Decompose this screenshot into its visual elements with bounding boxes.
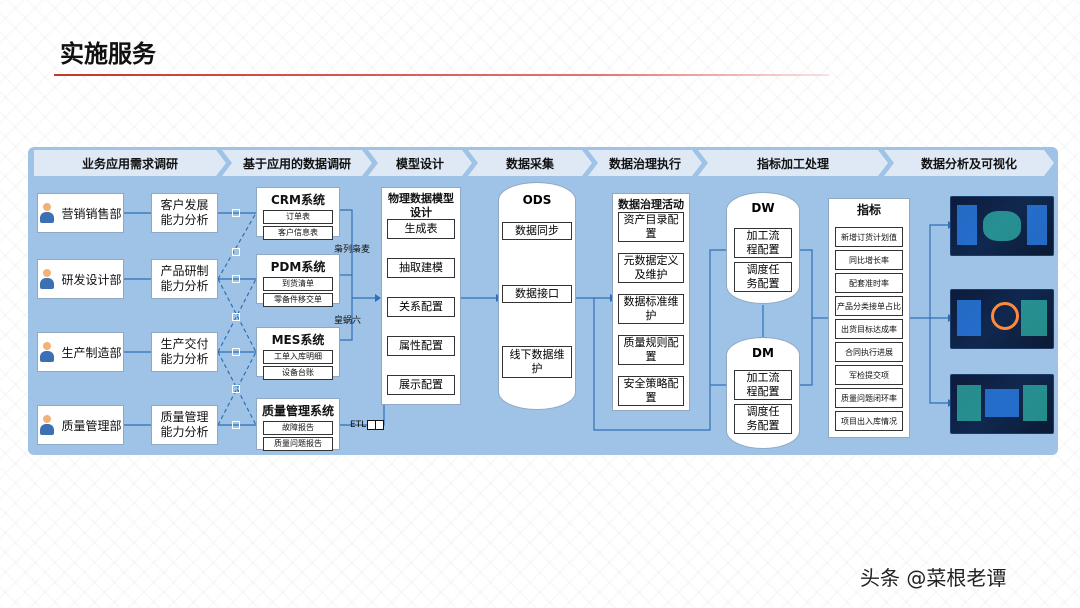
watermark: 头条 @菜根老谭 — [860, 566, 1007, 590]
connector-marker — [232, 313, 240, 321]
dept-label: 研发设计部 — [61, 272, 122, 287]
person-icon — [39, 342, 55, 362]
system-title: PDM系统 — [270, 260, 326, 274]
dept-label: 营销销售部 — [61, 206, 122, 221]
ods-item: 数据同步 — [502, 222, 572, 240]
connector-marker — [232, 209, 240, 217]
etl-marker — [375, 420, 384, 430]
etl-label: ETL — [350, 420, 367, 430]
metric-item: 产品分类接单占比 — [835, 296, 903, 316]
dashboard-thumbnail — [950, 374, 1054, 434]
analysis-delivery: 生产交付 能力分析 — [151, 332, 218, 372]
connector-marker — [232, 421, 240, 429]
header-data-research: 基于应用的数据调研 — [222, 150, 372, 176]
dashboard-thumbnail — [950, 196, 1054, 256]
connector-marker — [232, 385, 240, 393]
system-crm: CRM系统 订单表 客户信息表 — [256, 187, 340, 240]
analysis-product: 产品研制 能力分析 — [151, 259, 218, 299]
metric-item: 同比增长率 — [835, 250, 903, 270]
dept-sales: 营销销售部 — [37, 193, 124, 233]
dw-item: 调度任 务配置 — [734, 262, 792, 292]
header-metric-processing: 指标加工处理 — [698, 150, 888, 176]
governance-item: 质量规则配 置 — [618, 335, 684, 365]
dept-label: 质量管理部 — [61, 418, 122, 433]
connector-marker — [232, 275, 240, 283]
metric-item: 新增订货计划值 — [835, 227, 903, 247]
model-item: 生成表 — [387, 219, 455, 239]
metric-item: 质量问题闭环率 — [835, 388, 903, 408]
dept-rnd: 研发设计部 — [37, 259, 124, 299]
person-icon — [39, 269, 55, 289]
model-item: 属性配置 — [387, 336, 455, 356]
metric-item: 项目出入库情况 — [835, 411, 903, 431]
governance-item: 资产目录配 置 — [618, 212, 684, 242]
header-business-research: 业务应用需求调研 — [34, 150, 226, 176]
model-item: 抽取建模 — [387, 258, 455, 278]
dm-item: 调度任 务配置 — [734, 404, 792, 434]
header-governance: 数据治理执行 — [588, 150, 702, 176]
metric-item: 配套准时率 — [835, 273, 903, 293]
dept-production: 生产制造部 — [37, 332, 124, 372]
connector-marker — [232, 348, 240, 356]
system-item: 质量问题报告 — [263, 437, 333, 451]
system-qms: 质量管理系统 故障报告 质量问题报告 — [256, 398, 340, 451]
ods-item: 数据接口 — [502, 285, 572, 303]
title-underline — [54, 74, 829, 76]
connector-label: 枭列枭麦 — [334, 245, 371, 255]
metric-item: 军检提交项 — [835, 365, 903, 385]
model-title: 物理数据模型 设计 — [388, 192, 454, 219]
governance-item: 安全策略配 置 — [618, 376, 684, 406]
metric-item: 出货目标达成率 — [835, 319, 903, 339]
system-title: MES系统 — [271, 333, 325, 347]
analysis-quality: 质量管理 能力分析 — [151, 405, 218, 445]
page-title: 实施服务 — [60, 40, 156, 68]
analysis-customer: 客户发展 能力分析 — [151, 193, 218, 233]
dept-label: 生产制造部 — [61, 345, 122, 360]
header-visualization: 数据分析及可视化 — [884, 150, 1054, 176]
governance-item: 元数据定义 及维护 — [618, 253, 684, 283]
metrics-title: 指标 — [856, 203, 881, 217]
model-item: 展示配置 — [387, 375, 455, 395]
dm-item: 加工流 程配置 — [734, 370, 792, 400]
ods-item: 线下数据维 护 — [502, 346, 572, 378]
dashboard-thumbnail — [950, 289, 1054, 349]
dw-item: 加工流 程配置 — [734, 228, 792, 258]
system-item: 客户信息表 — [263, 226, 333, 240]
system-item: 零备件移交单 — [263, 293, 333, 307]
system-item: 到货清单 — [263, 277, 333, 291]
model-item: 关系配置 — [387, 297, 455, 317]
system-mes: MES系统 工单入库明细 设备台账 — [256, 327, 340, 380]
header-data-collection: 数据采集 — [468, 150, 592, 176]
system-title: CRM系统 — [271, 193, 325, 207]
metric-item: 合同执行进展 — [835, 342, 903, 362]
system-item: 设备台账 — [263, 366, 333, 380]
connector-marker — [232, 248, 240, 256]
ods-title: ODS — [522, 193, 552, 207]
person-icon — [39, 203, 55, 223]
dw-title: DW — [751, 201, 775, 215]
dm-title: DM — [752, 346, 774, 360]
dept-quality: 质量管理部 — [37, 405, 124, 445]
connector-label: 皇蜗六 — [334, 316, 362, 326]
metrics-panel: 指标 新增订货计划值 同比增长率 配套准时率 产品分类接单占比 出货目标达成率 … — [828, 198, 910, 438]
person-icon — [39, 415, 55, 435]
system-title: 质量管理系统 — [261, 404, 334, 418]
system-pdm: PDM系统 到货清单 零备件移交单 — [256, 254, 340, 307]
header-model-design: 模型设计 — [368, 150, 472, 176]
system-item: 订单表 — [263, 210, 333, 224]
system-item: 工单入库明细 — [263, 350, 333, 364]
governance-title: 数据治理活动 — [618, 198, 684, 211]
governance-item: 数据标准维 护 — [618, 294, 684, 324]
system-item: 故障报告 — [263, 421, 333, 435]
